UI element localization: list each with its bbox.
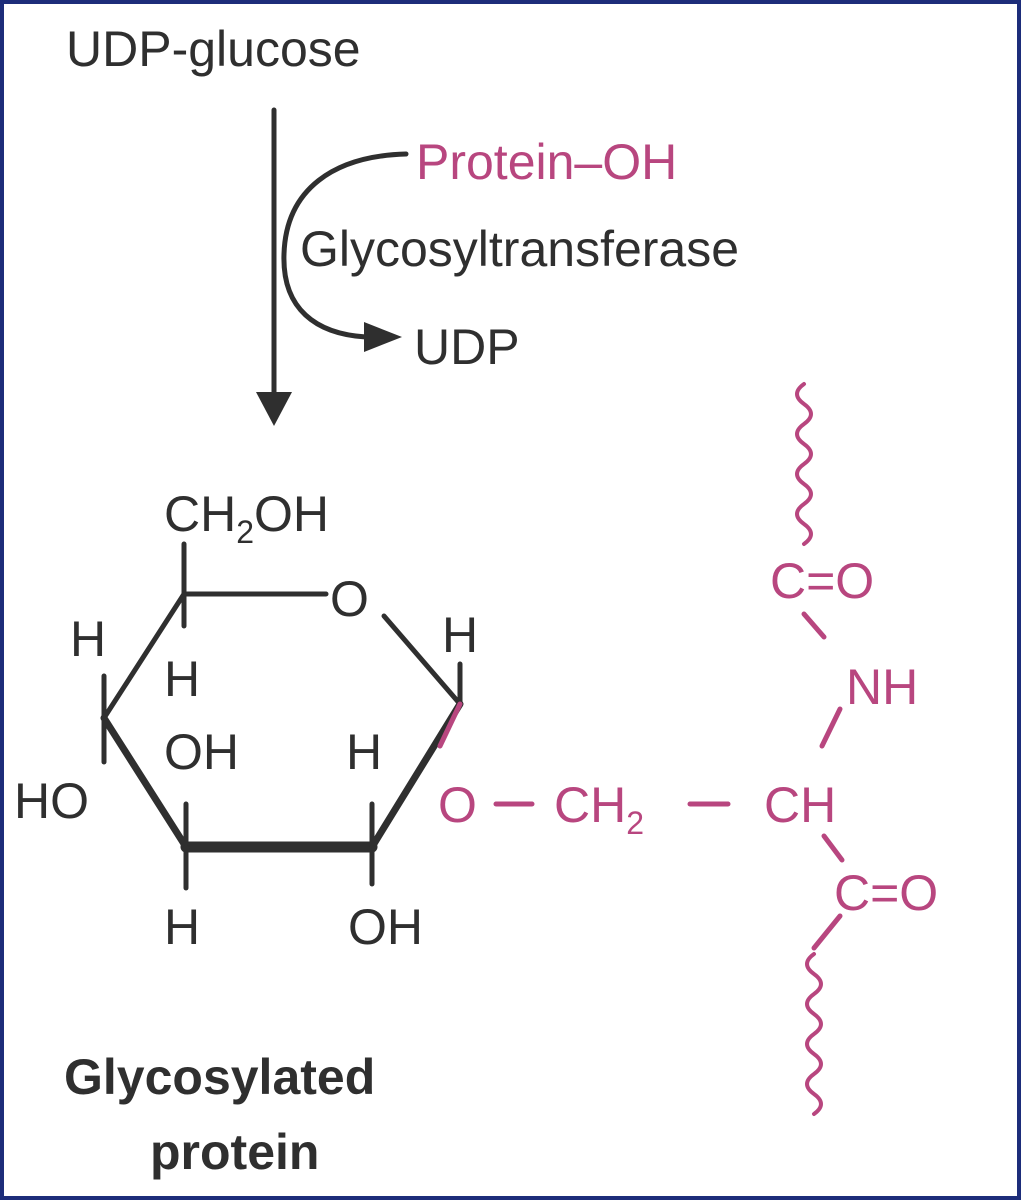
c3-hydrogen: H: [164, 899, 200, 955]
c2-hydrogen: H: [346, 724, 382, 780]
ring-oxygen: O: [330, 571, 369, 627]
c4-hydrogen: H: [164, 651, 200, 707]
c5-hydrogen: H: [70, 611, 106, 667]
reaction-arrowhead-icon: [256, 392, 292, 426]
amide-nh: NH: [846, 659, 918, 715]
product-label-line1: Glycosylated: [64, 1049, 375, 1105]
udp-label: UDP: [414, 319, 520, 375]
glycosidic-oxygen: O: [438, 777, 477, 833]
c1-hydrogen: H: [442, 607, 478, 663]
alpha-carbon: CH: [764, 777, 836, 833]
c2-hydroxyl: OH: [348, 899, 423, 955]
c4-hydroxyl: HO: [14, 773, 89, 829]
methylene-group: CH2: [554, 777, 644, 841]
product-label-line2: protein: [150, 1124, 319, 1180]
curved-arrowhead-icon: [364, 322, 402, 352]
curved-side-arrow: [281, 151, 409, 340]
glucose-ring: [100, 541, 464, 891]
carbonyl-top: C=O: [770, 553, 874, 609]
protein-oh-label: Protein–OH: [416, 134, 677, 190]
carbonyl-bottom: C=O: [834, 865, 938, 921]
udp-glucose-label: UDP-glucose: [66, 21, 361, 77]
glycosylation-diagram: UDP-glucose Protein–OH Glycosyltransfera…: [14, 21, 938, 1180]
c3-hydroxyl: OH: [164, 724, 239, 780]
backbone-wavy-bottom: [805, 952, 823, 1116]
enzyme-label: Glycosyltransferase: [300, 221, 739, 277]
backbone-wavy-top: [795, 382, 813, 546]
ch2oh-group: CH2OH: [164, 486, 329, 550]
protein-backbone: [493, 382, 845, 1116]
